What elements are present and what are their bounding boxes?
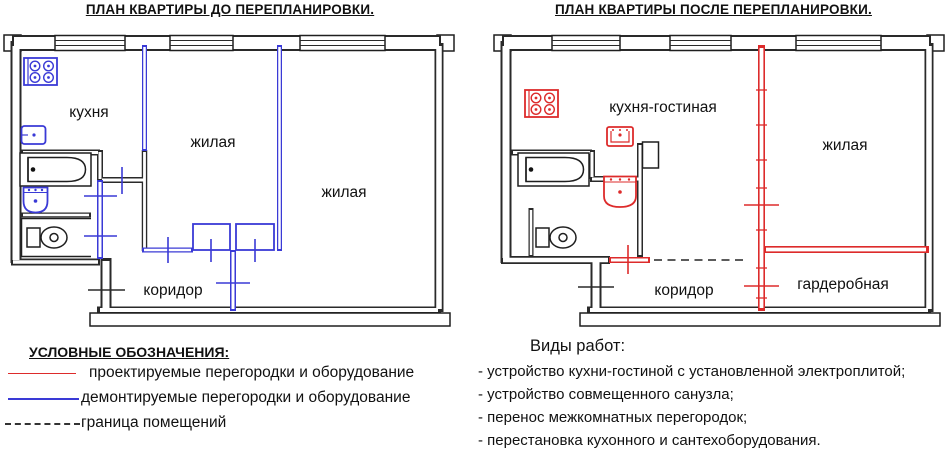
stove-icon bbox=[23, 57, 58, 86]
works-item: - устройство совмещенного санузла; bbox=[478, 386, 734, 403]
door-opening-marks bbox=[578, 204, 779, 288]
washbasin-icon bbox=[603, 175, 637, 208]
works-item: - перенос межкомнатных перегородок; bbox=[478, 409, 748, 426]
plan-after-title: ПЛАН КВАРТИРЫ ПОСЛЕ ПЕРЕПЛАНИРОВКИ. bbox=[555, 2, 872, 17]
washbasin-icon bbox=[22, 186, 49, 214]
windows bbox=[54, 34, 386, 52]
window bbox=[299, 34, 386, 52]
window bbox=[795, 34, 882, 52]
floor-plans-drawing: кухня жилая жилая коридор bbox=[3, 34, 945, 327]
stove-icon bbox=[524, 89, 559, 118]
windows bbox=[551, 34, 882, 52]
legend-title: УСЛОВНЫЕ ОБОЗНАЧЕНИЯ: bbox=[29, 344, 230, 360]
works-list: Виды работ: - устройство кухни-гостиной … bbox=[478, 337, 943, 452]
window bbox=[169, 34, 234, 52]
works-item: - перестановка кухонного и сантехоборудо… bbox=[478, 432, 821, 449]
plinth bbox=[89, 312, 451, 327]
works-item: - устройство кухни-гостиной с установлен… bbox=[478, 363, 906, 380]
toilet-icon bbox=[20, 217, 91, 258]
red-line-sample bbox=[8, 373, 76, 374]
bathtub-icon bbox=[517, 152, 590, 187]
room-label-kitchen: кухня bbox=[69, 104, 108, 121]
kitchen-sink-icon bbox=[20, 125, 47, 145]
works-title: Виды работ: bbox=[530, 337, 626, 355]
room-label-corridor: коридор bbox=[143, 282, 202, 299]
legend-item-label: граница помещений bbox=[81, 414, 227, 431]
legend: УСЛОВНЫЕ ОБОЗНАЧЕНИЯ: проектируемые пере… bbox=[5, 344, 467, 435]
partitions-new bbox=[609, 45, 929, 311]
plan-before-title: ПЛАН КВАРТИРЫ ДО ПЕРЕПЛАНИРОВКИ. bbox=[85, 2, 375, 17]
room-label-wardrobe: гардеробная bbox=[797, 276, 889, 293]
bathtub-icon bbox=[19, 152, 92, 187]
plinth bbox=[579, 312, 941, 327]
blue-line-sample bbox=[8, 398, 79, 400]
floor-plan-before: кухня жилая жилая коридор bbox=[3, 34, 455, 327]
room-label-living: жилая bbox=[822, 137, 867, 154]
toilet-icon bbox=[535, 226, 577, 249]
floor-plan-after: кухня-гостиная жилая коридор гардеробная bbox=[493, 34, 945, 327]
legend-item-room-boundary: граница помещений bbox=[5, 411, 467, 435]
room-label-living-1: жилая bbox=[190, 134, 235, 151]
window bbox=[54, 34, 126, 52]
window bbox=[669, 34, 732, 52]
legend-item-demolished-partitions: демонтируемые перегородки и оборудование bbox=[5, 386, 467, 410]
room-label-kitchen-living: кухня-гостиная bbox=[609, 99, 717, 116]
window bbox=[551, 34, 621, 52]
door-opening-marks bbox=[84, 167, 256, 291]
legend-item-label: проектируемые перегородки и оборудование bbox=[89, 364, 415, 381]
room-label-corridor: коридор bbox=[654, 282, 713, 299]
kitchen-sink-icon bbox=[606, 126, 634, 147]
dashed-line-sample bbox=[5, 423, 80, 425]
legend-item-new-partitions: проектируемые перегородки и оборудование bbox=[5, 361, 467, 385]
legend-item-label: демонтируемые перегородки и оборудование bbox=[81, 389, 411, 406]
room-label-living-2: жилая bbox=[321, 184, 366, 201]
vent-shaft bbox=[641, 141, 660, 169]
